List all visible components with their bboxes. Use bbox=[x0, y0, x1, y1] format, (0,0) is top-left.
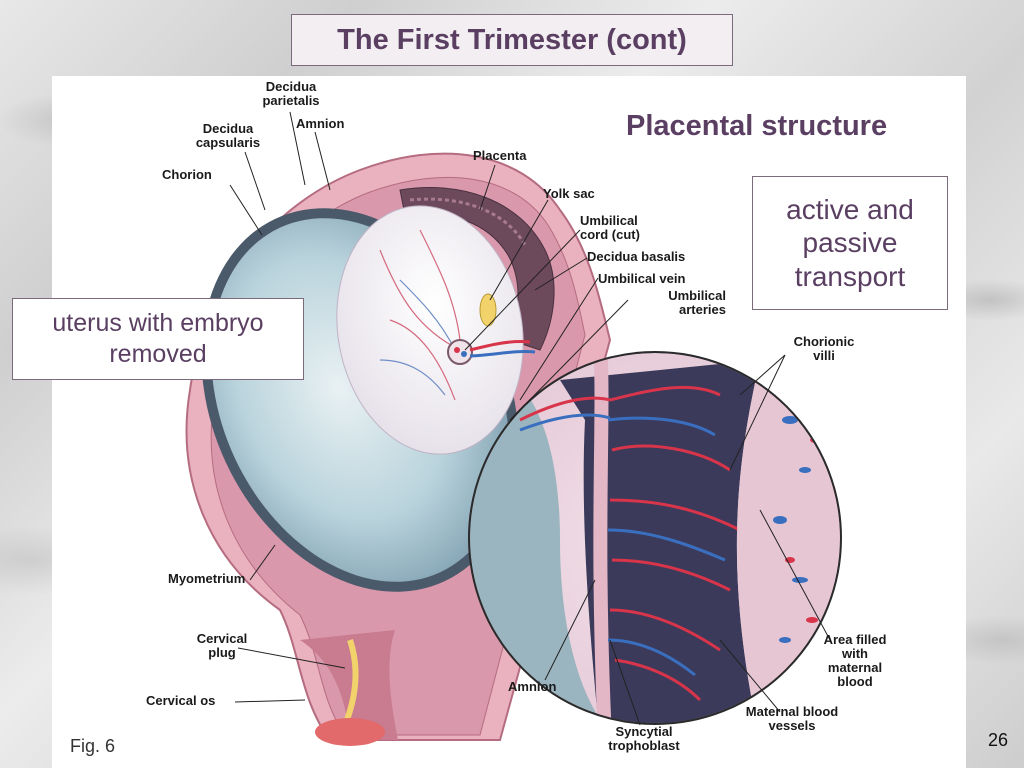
page-number: 26 bbox=[988, 730, 1009, 750]
label-maternal-blood-vessels: Maternal blood vessels bbox=[745, 704, 839, 733]
label-decidua-parietalis: Decidua parietalis bbox=[262, 79, 320, 108]
label-decidua-basalis: Decidua basalis bbox=[587, 249, 686, 264]
placenta bbox=[399, 187, 555, 351]
label-amnion-bottom: Amnion bbox=[508, 679, 557, 694]
label-decidua-capsularis: Decidua capsularis bbox=[195, 121, 261, 150]
umbilical-cord bbox=[447, 339, 536, 365]
diagram-subtitle: Placental structure bbox=[626, 110, 888, 142]
leader-lines bbox=[229, 111, 831, 726]
label-umbilical-cord: Umbilical cord (cut) bbox=[580, 213, 640, 242]
label-area-maternal-blood: Area filled with maternal blood bbox=[823, 632, 887, 689]
label-syncytial-trophoblast: Syncytial trophoblast bbox=[608, 724, 680, 753]
transport-note-text: active and passive transport bbox=[786, 194, 914, 292]
transport-note: active and passive transport bbox=[752, 176, 948, 310]
slide-title: The First Trimester (cont) bbox=[291, 14, 733, 66]
label-chorionic-villi: Chorionic villi bbox=[793, 334, 855, 363]
label-yolk-sac: Yolk sac bbox=[543, 186, 595, 201]
label-chorion: Chorion bbox=[162, 167, 212, 182]
label-cervical-os: Cervical os bbox=[146, 693, 216, 708]
label-placenta: Placenta bbox=[473, 148, 527, 163]
amniotic-sac bbox=[336, 205, 524, 455]
label-amnion-top: Amnion bbox=[296, 116, 345, 131]
figure-number: Fig. 6 bbox=[70, 736, 116, 756]
yolk-sac bbox=[479, 293, 497, 327]
uterus-note-text: uterus with embryo removed bbox=[52, 308, 264, 368]
label-umbilical-arteries: Umbilical arteries bbox=[668, 288, 726, 317]
label-umbilical-vein: Umbilical vein bbox=[598, 271, 686, 286]
label-cervical-plug: Cervical plug bbox=[196, 631, 248, 660]
label-myometrium: Myometrium bbox=[168, 571, 246, 586]
placenta-inset bbox=[468, 351, 842, 725]
uterus-note: uterus with embryo removed bbox=[12, 298, 304, 380]
